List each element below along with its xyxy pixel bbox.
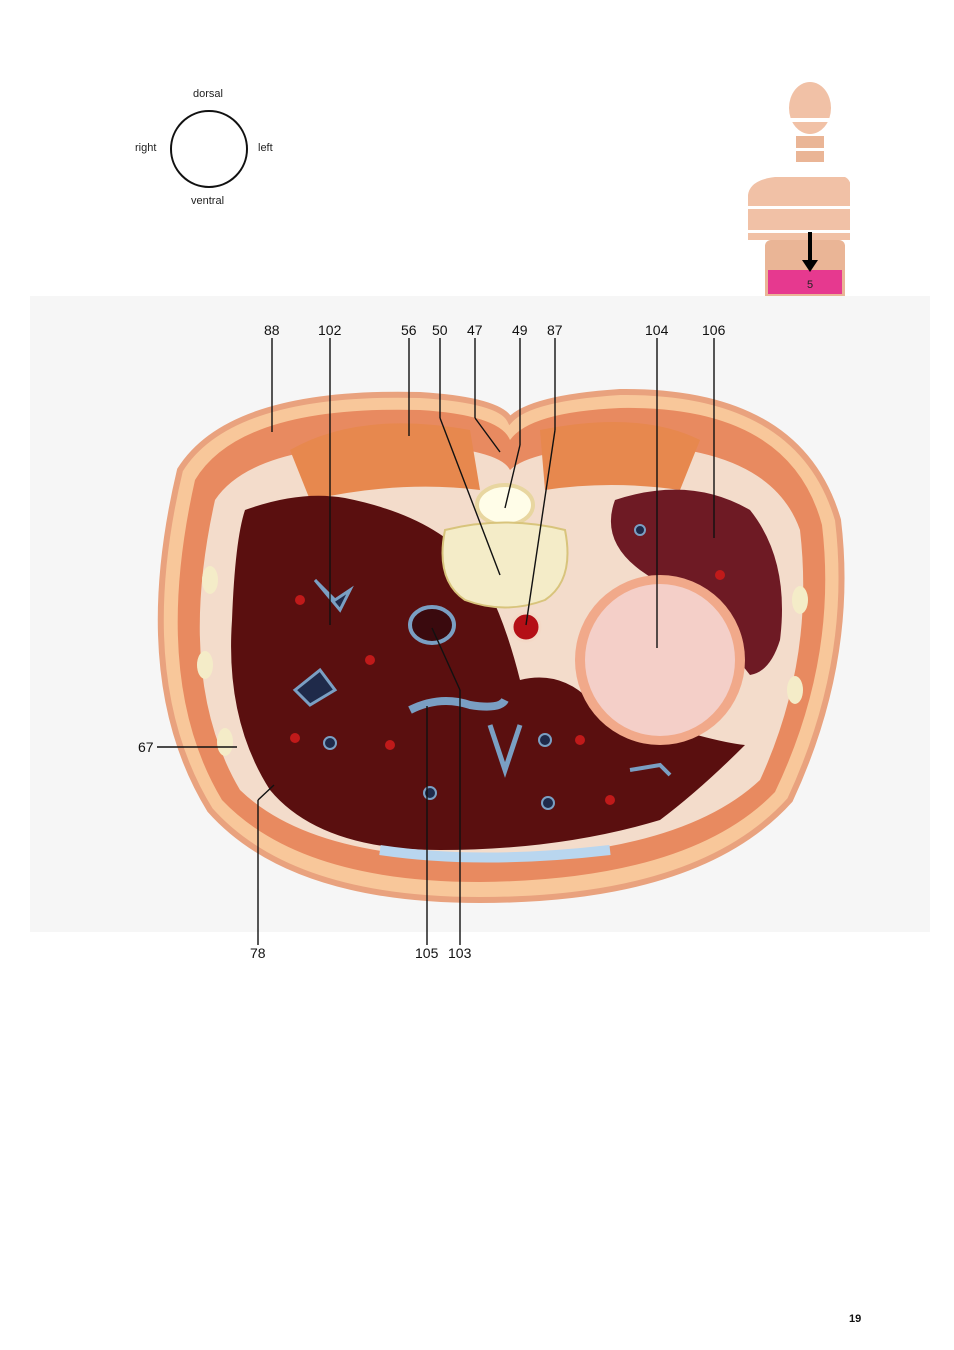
orientation-top-label: dorsal bbox=[193, 88, 223, 100]
orientation-bottom-label: ventral bbox=[191, 195, 225, 207]
page-number: 19 bbox=[849, 1313, 862, 1325]
section-band bbox=[768, 270, 842, 294]
spleen bbox=[610, 489, 782, 675]
back-muscle-left bbox=[540, 422, 700, 490]
label-87: 87 bbox=[547, 322, 563, 338]
stomach-content bbox=[585, 584, 735, 736]
label-102: 102 bbox=[318, 322, 342, 338]
label-105: 105 bbox=[415, 945, 439, 961]
vena-cava bbox=[408, 605, 456, 645]
label-88: 88 bbox=[264, 322, 280, 338]
label-106: 106 bbox=[702, 322, 726, 338]
label-103: 103 bbox=[448, 945, 472, 961]
aorta bbox=[510, 611, 542, 643]
hepatic-vein bbox=[408, 697, 509, 714]
orientation-right-label: left bbox=[258, 142, 273, 154]
label-104: 104 bbox=[645, 322, 669, 338]
liver bbox=[231, 495, 746, 850]
back-muscle-right bbox=[290, 423, 480, 500]
label-67: 67 bbox=[138, 739, 154, 755]
label-49: 49 bbox=[512, 322, 528, 338]
vertebral-body bbox=[441, 521, 569, 609]
label-50: 50 bbox=[432, 322, 448, 338]
label-47: 47 bbox=[467, 322, 483, 338]
section-band-label: 5 bbox=[807, 279, 813, 291]
label-56: 56 bbox=[401, 322, 417, 338]
orientation-circle bbox=[170, 110, 248, 188]
orientation-legend: dorsal right left ventral bbox=[120, 80, 300, 220]
orientation-left-label: right bbox=[135, 142, 157, 154]
torso-section-indicator: 5 bbox=[748, 82, 850, 380]
label-78: 78 bbox=[250, 945, 266, 961]
